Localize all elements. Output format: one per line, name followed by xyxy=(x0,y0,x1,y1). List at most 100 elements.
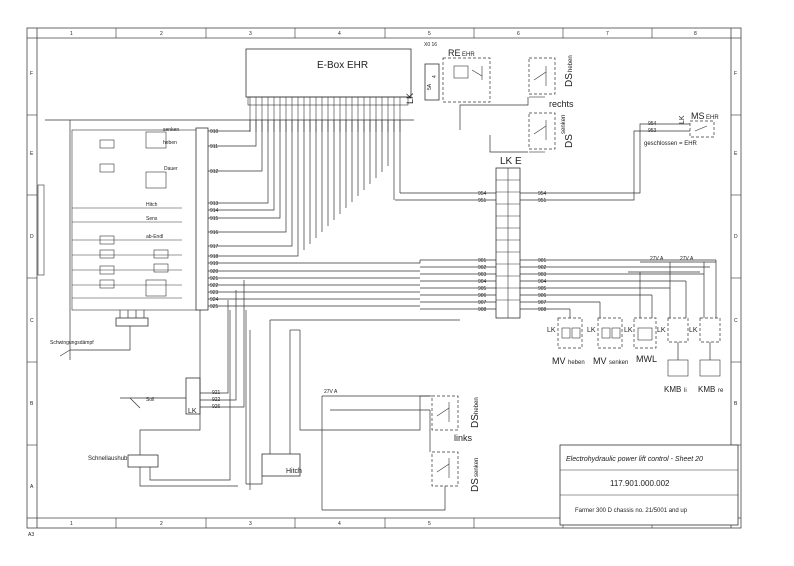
rail-27v-a: 27V A xyxy=(650,256,664,262)
mv-senken-sub: senken xyxy=(609,360,628,366)
re-title: RE xyxy=(448,48,461,58)
row-label-e: E xyxy=(30,151,34,157)
column-labels: 1 2 3 4 5 6 7 8 1 2 3 4 5 xyxy=(70,31,697,527)
mv-heben: LK MV heben xyxy=(547,317,585,366)
row-label-c: C xyxy=(30,318,34,324)
schwingungsdaempfer-label: Schwingungsdämpf xyxy=(50,340,94,346)
lke-right-903: 903 xyxy=(538,272,547,278)
ds-senken-bottom-switch xyxy=(436,458,450,478)
ds-senken-top-switch xyxy=(529,120,547,153)
mid-27v: 27V A xyxy=(324,389,338,395)
ds-senken-bottom-label: DS xyxy=(470,478,481,492)
col-label-2-bottom: 2 xyxy=(160,521,163,527)
lke-right-901: 901 xyxy=(538,258,547,264)
left-control-panel xyxy=(71,129,203,311)
ds-senken-top-label: DS xyxy=(564,134,575,148)
ds-heben-bottom-switch xyxy=(436,402,450,422)
kmb-re-switch-box xyxy=(699,317,721,343)
actuator-drop-wires xyxy=(569,260,717,318)
lke-left-903: 903 xyxy=(478,272,487,278)
mwl-box xyxy=(633,317,657,349)
lke-pins xyxy=(496,168,520,318)
lke-right-902: 902 xyxy=(538,265,547,271)
lt-912: 912 xyxy=(210,169,219,175)
mv-senken: LK MV senken xyxy=(587,317,628,366)
schnellaushub-wiring xyxy=(139,310,238,487)
col-label-8: 8 xyxy=(694,31,697,37)
soll-wiring xyxy=(120,280,245,409)
col-label-3-bottom: 3 xyxy=(249,521,252,527)
lke-left-907: 907 xyxy=(478,300,487,306)
ms-ehr-box xyxy=(689,120,715,138)
lt-922: 922 xyxy=(210,283,219,289)
left-terminal-wires: 910 911 912 913 914 915 916 917 918 919 … xyxy=(210,129,219,310)
schnellaushub-label: Schnellaushub xyxy=(88,456,128,462)
mv-heben-label: MV xyxy=(552,356,566,366)
rail-27v-b: 27V A xyxy=(680,256,694,262)
lke-right-904: 904 xyxy=(538,279,547,285)
kmb-li-lk: LK xyxy=(657,327,666,334)
ds-senken-bottom-box xyxy=(431,451,459,487)
lke-right-905: 905 xyxy=(538,286,547,292)
lt-923: 923 xyxy=(210,290,219,296)
ds-heben-top-sub: heben xyxy=(568,55,574,72)
sheet-title: Electrohydraulic power lift control - Sh… xyxy=(566,456,703,463)
row-label-f-right: F xyxy=(734,71,737,77)
col-label-5-bottom: 5 xyxy=(428,521,431,527)
col-label-1-bottom: 1 xyxy=(70,521,73,527)
left-panel-labels: senken heben Dauer Hitch Sens ab-Endl xyxy=(146,127,179,240)
lt-911: 911 xyxy=(210,144,218,150)
lt-913: 913 xyxy=(210,201,219,207)
re-pin-4: 4 xyxy=(432,75,438,78)
col-label-4-bottom: 4 xyxy=(338,521,341,527)
applies-to: Farmer 300 D chassis no. 21/5001 and up xyxy=(575,508,688,514)
lke-left-908: 908 xyxy=(478,307,487,313)
kmb-re-lk: LK xyxy=(689,327,698,334)
lke-wire-labels: 954 951 901 902 903 904 905 906 907 908 … xyxy=(478,191,547,313)
ebox-pin-row xyxy=(249,97,401,132)
sheet-corner-label: A3 xyxy=(28,532,34,538)
schwingungs-switch xyxy=(59,349,71,357)
lt-920: 920 xyxy=(210,269,219,275)
lt-921: 921 xyxy=(210,276,219,282)
kmb-li-switch-box xyxy=(667,317,689,343)
mv-senken-box xyxy=(597,317,623,349)
left-panel-internals xyxy=(72,131,182,299)
col-label-3: 3 xyxy=(249,31,252,37)
lt-919: 919 xyxy=(210,261,219,267)
mwl-label: MWL xyxy=(636,354,657,364)
hitch-switch-box xyxy=(261,453,301,477)
mwl-lk: LK xyxy=(624,327,633,334)
lke-wires xyxy=(395,97,716,310)
left-label-senken: senken xyxy=(163,127,179,133)
mv-heben-sub: heben xyxy=(568,360,585,366)
ebox-pin-marks xyxy=(247,96,409,106)
re-subtitle: EHR xyxy=(462,52,475,58)
row-label-a: A xyxy=(30,484,34,490)
links-label: links xyxy=(454,433,473,443)
lt-917: 917 xyxy=(210,244,219,250)
lke-right-908: 908 xyxy=(538,307,547,313)
row-label-c-right: C xyxy=(734,318,738,324)
mwl: LK MWL xyxy=(624,317,657,364)
row-label-b-right: B xyxy=(734,401,738,407)
re-fuse-block xyxy=(424,63,440,101)
re-ref: X0 16 xyxy=(424,42,437,48)
lt-915: 915 xyxy=(210,216,219,222)
ds-senken-top-box xyxy=(528,112,556,150)
part-number: 117.901.000.002 xyxy=(610,479,670,488)
left-label-heben: heben xyxy=(163,140,177,146)
ebox-title: E-Box EHR xyxy=(317,60,368,71)
lt-918: 918 xyxy=(210,254,219,260)
ds-heben-top-box xyxy=(528,57,556,95)
kmb-re: LK KMB re xyxy=(689,317,724,394)
ds-heben-top-switch xyxy=(529,66,547,98)
lke-right-951: 951 xyxy=(538,198,547,204)
schnellaushub-switch xyxy=(127,454,159,468)
col-label-5: 5 xyxy=(428,31,431,37)
ms-note: geschlossen = EHR xyxy=(644,141,698,147)
mv-heben-lk: LK xyxy=(547,327,556,334)
re-internal xyxy=(453,65,483,80)
col-label-6: 6 xyxy=(517,31,520,37)
soll-label: Soll xyxy=(146,397,154,403)
